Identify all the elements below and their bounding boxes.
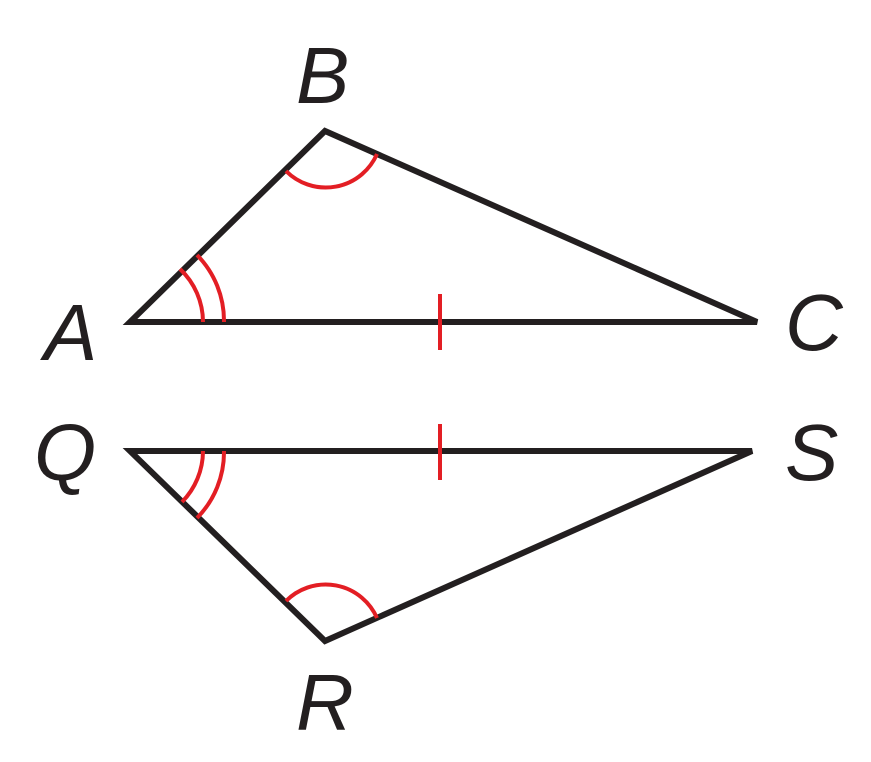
vertex-label-c: C: [785, 278, 844, 367]
vertex-label-a: A: [40, 288, 97, 377]
vertex-label-q: Q: [34, 408, 96, 497]
angle-a-arc-outer: [195, 253, 227, 323]
angle-b-arc: [284, 153, 379, 190]
vertex-label-r: R: [296, 658, 354, 747]
triangle-abc: [122, 127, 759, 350]
triangle-qrs: [122, 424, 754, 645]
angle-q-arc-inner: [180, 450, 205, 504]
vertex-label-s: S: [785, 408, 838, 497]
angle-r-arc: [284, 582, 379, 619]
triangle-abc-sides: [122, 127, 759, 325]
angle-a-arc-inner: [178, 267, 205, 323]
vertex-label-b: B: [296, 31, 349, 120]
angle-q-arc-outer: [195, 450, 227, 520]
